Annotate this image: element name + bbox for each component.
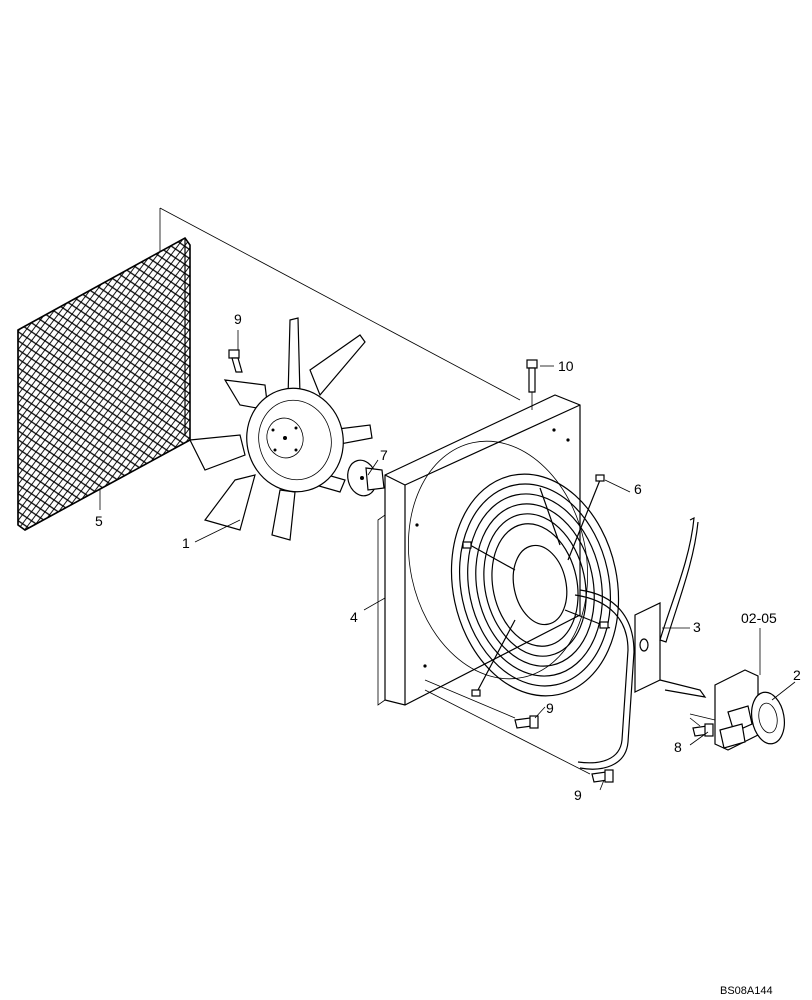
callout-3: 3 xyxy=(693,619,701,635)
fan-shroud xyxy=(377,394,589,706)
mounting-bracket xyxy=(574,516,707,770)
callout-ref-02-05: 02-05 xyxy=(741,610,777,626)
bolt-8 xyxy=(692,723,714,737)
fan-guard xyxy=(450,473,620,697)
callout-5: 5 xyxy=(95,513,103,529)
fan xyxy=(189,317,373,541)
bolt-9-mid xyxy=(514,715,539,729)
callout-9-mid: 9 xyxy=(546,700,554,716)
callout-9-top: 9 xyxy=(234,311,242,327)
hydraulic-motor xyxy=(689,669,785,751)
fan-hub xyxy=(347,459,385,497)
callout-10: 10 xyxy=(558,358,574,374)
callout-6: 6 xyxy=(634,481,642,497)
bolt-10 xyxy=(526,359,538,410)
leader-lines xyxy=(99,330,796,791)
callout-4: 4 xyxy=(350,609,358,625)
bolt-9-top xyxy=(228,349,243,373)
callout-2: 2 xyxy=(793,667,801,683)
callout-8: 8 xyxy=(674,739,682,755)
callout-7: 7 xyxy=(380,447,388,463)
bolt-9-bottom xyxy=(591,769,614,783)
drawing-code: BS08A144 xyxy=(720,985,773,997)
mesh-screen xyxy=(17,236,191,531)
callout-1: 1 xyxy=(182,535,190,551)
callout-9-bottom: 9 xyxy=(574,787,582,803)
